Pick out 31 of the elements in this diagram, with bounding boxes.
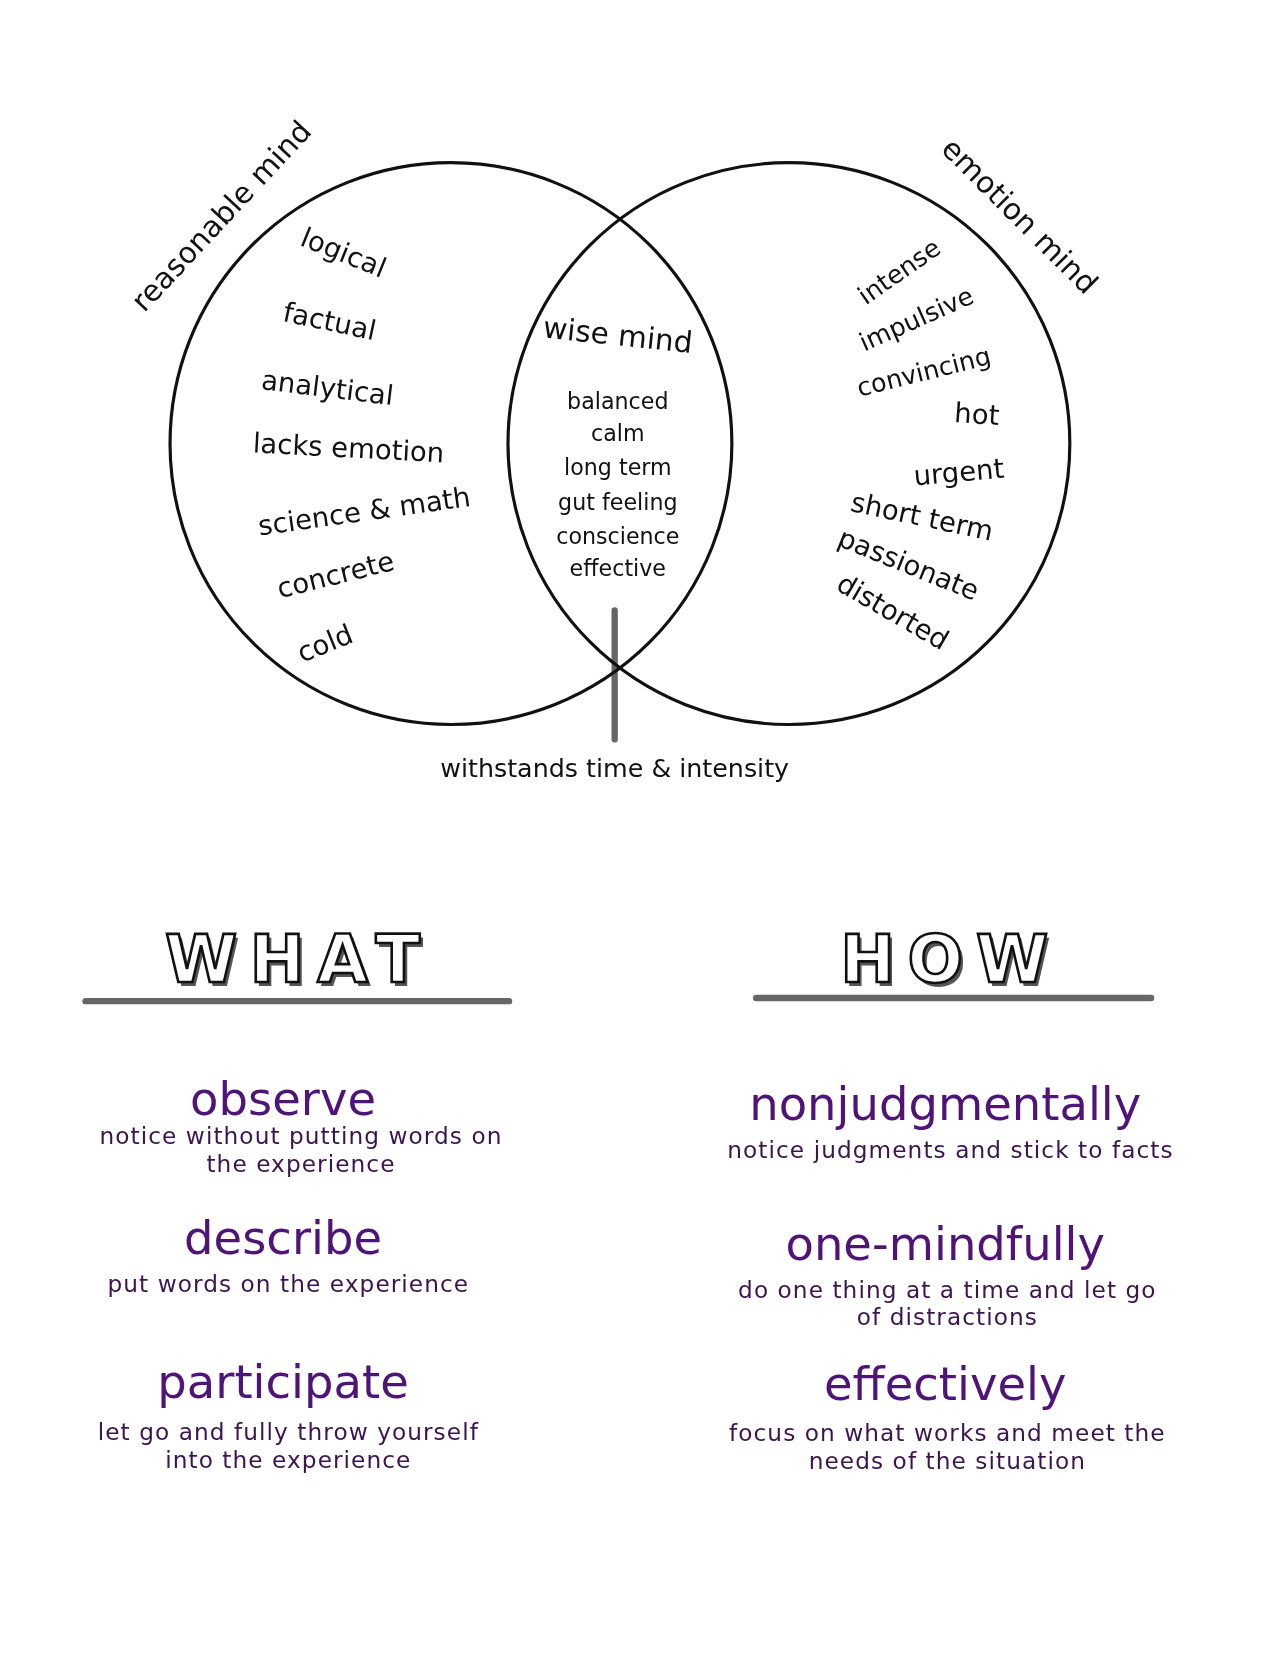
leader-line xyxy=(611,607,618,743)
trait-text: analytical xyxy=(259,364,396,413)
skill-heading: observe xyxy=(190,1071,376,1126)
skill-heading: describe xyxy=(184,1210,382,1265)
trait-text: long term xyxy=(564,455,672,481)
trait-text: science & math xyxy=(256,481,473,543)
section-heading: HOW xyxy=(840,920,1061,998)
skill-description: let go and fully throw yourself into the experience xyxy=(96,1419,480,1475)
note-text: withstands time & intensity xyxy=(398,749,832,788)
trait-text: calm xyxy=(591,421,645,447)
skill-description: focus on what works and meet the needs of the situation xyxy=(728,1420,1167,1476)
skill-heading: participate xyxy=(157,1354,409,1409)
trait-text: urgent xyxy=(912,453,1006,493)
trait-text: conscience xyxy=(556,523,680,550)
heading-text: wise mind xyxy=(541,311,695,361)
trait-text: cold xyxy=(292,618,358,670)
trait-text: gut feeling xyxy=(558,489,678,516)
skill-heading: nonjudgmentally xyxy=(749,1076,1142,1131)
skill-description: do one thing at a time and let go of distractions xyxy=(737,1276,1158,1333)
skill-description: put words on the experience xyxy=(106,1271,471,1300)
skill-heading: one-mindfully xyxy=(785,1217,1105,1272)
skill-description: notice judgments and stick to facts xyxy=(726,1137,1175,1166)
section-heading: WHAT xyxy=(164,920,433,998)
trait-text: lacks emotion xyxy=(252,428,445,470)
trait-text: effective xyxy=(569,555,667,581)
trait-text: factual xyxy=(280,296,379,348)
trait-text: concrete xyxy=(274,545,398,606)
trait-text: balanced xyxy=(567,388,669,415)
skill-description: notice without putting words on the experience xyxy=(98,1123,504,1180)
skill-heading: effectively xyxy=(824,1356,1067,1411)
trait-text: hot xyxy=(953,397,1001,433)
